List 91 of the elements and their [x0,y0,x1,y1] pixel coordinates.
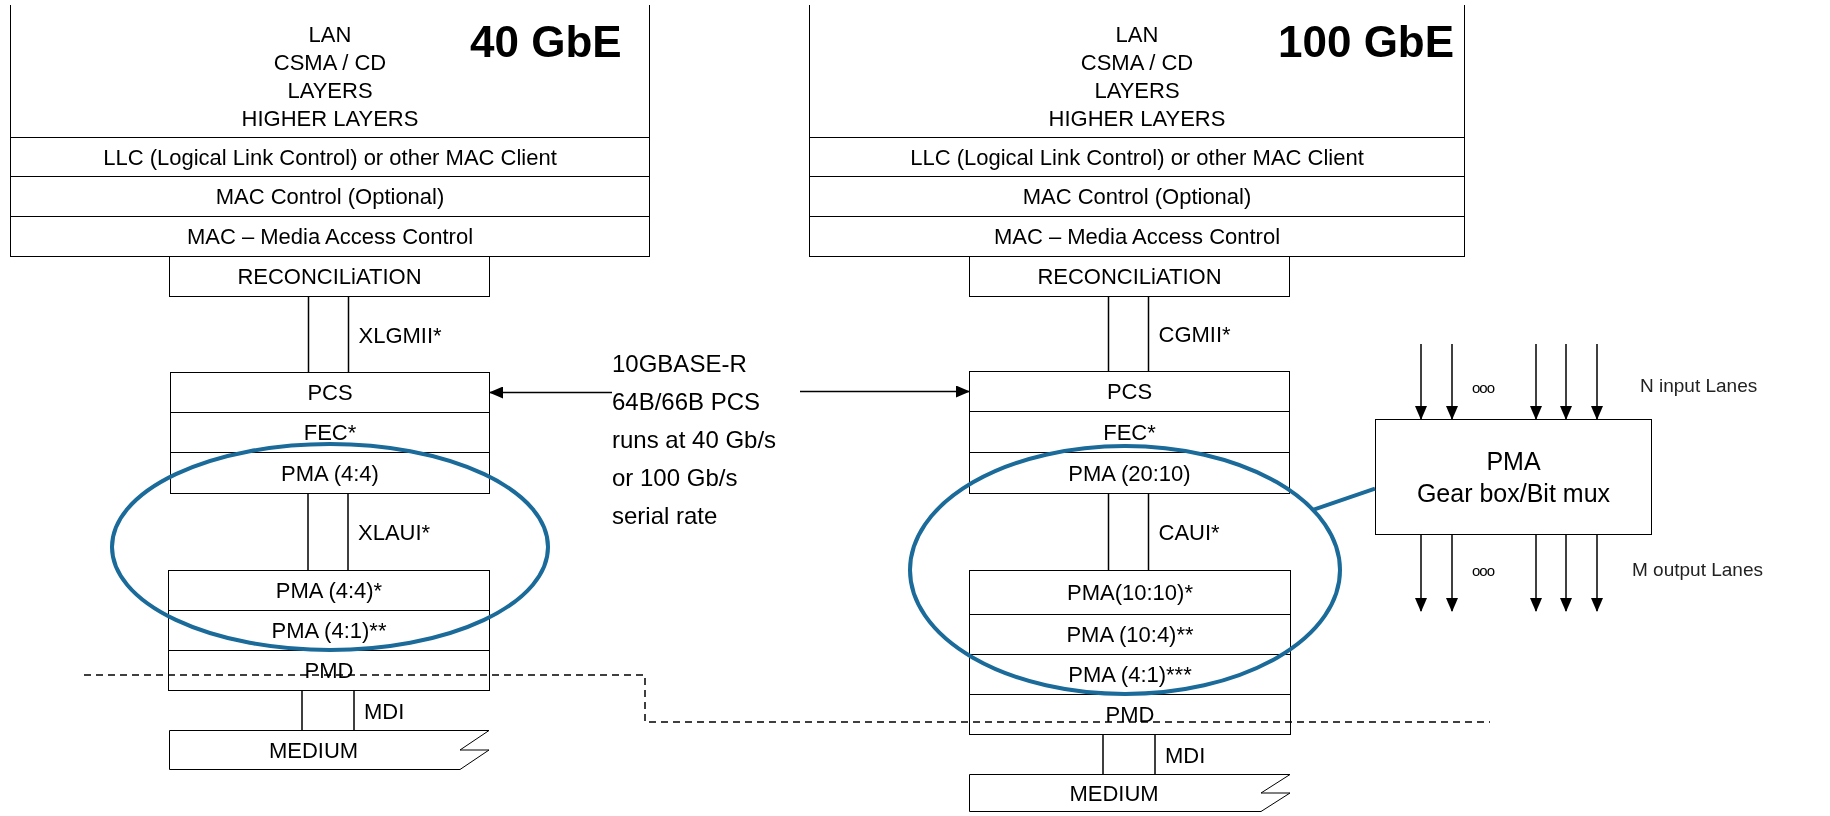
edge-label: CAUI* [1158,518,1220,547]
layer-label: PMA(10:10)* [1067,579,1193,607]
lane-arrow [1415,534,1427,612]
layer-label: FEC* [303,419,357,447]
layer-box [809,137,1465,177]
lane-label: M output Lanes [1632,558,1763,582]
edge-label: MDI [1165,741,1206,769]
layer-label: LAN [308,21,352,49]
layer-label: PCS [1106,378,1153,406]
layer-label: FEC* [1103,418,1156,447]
interface-link [307,493,349,571]
edge-label: CGMII* [1158,320,1231,349]
layer-label: RECONCILiATION [1037,263,1222,291]
layer-box [969,570,1291,615]
box-label: PMA [1486,446,1541,477]
title-text: 40 GbE [470,20,622,64]
interface-link [301,690,355,731]
ellipsis-mark: ooo [1472,563,1495,578]
edge-label: MDI [364,697,405,725]
layer-label: PCS [307,379,353,407]
lane-arrow [1530,534,1542,612]
arrow [799,385,970,398]
interface-link [1107,296,1150,372]
layer-box [10,5,650,138]
layer-label: LLC (Logical Link Control) or other MAC Client [103,143,557,172]
lane-arrow [1446,343,1458,420]
medium-block [969,774,1291,812]
layer-label: MEDIUM [1069,779,1160,808]
layer-box [170,372,490,413]
layer-box [969,256,1290,297]
layer-label: PMA (4:4)* [275,577,383,605]
layer-box [10,137,650,177]
layer-box [170,412,490,453]
lane-arrow [1560,534,1572,612]
layer-label: CSMA / CD [1080,49,1194,77]
interface-link [1102,734,1156,775]
layer-label: MAC – Media Access Control [993,223,1281,251]
layer-box [809,216,1465,257]
lane-arrow [1591,343,1603,420]
layer-label: HIGHER LAYERS [241,105,419,133]
ellipsis-mark: ooo [1472,380,1495,395]
edge-label: XLAUI* [358,518,431,547]
layer-box [809,176,1465,217]
lane-arrow [1530,343,1542,420]
layer-box [969,694,1291,735]
layer-label: MAC Control (Optional) [215,183,445,211]
lane-label: N input Lanes [1640,374,1758,398]
note-text: 10GBASE-R 64B/66B PCS runs at 40 Gb/s or 100 Gb/s serial rate [612,345,800,535]
layer-label: LAYERS [1094,77,1180,105]
lane-arrow [1560,343,1572,420]
layer-box [969,654,1291,695]
layer-label: MAC Control (Optional) [1022,183,1252,211]
layer-box [969,411,1290,453]
interface-link [307,296,350,373]
layer-box [969,614,1291,655]
lane-arrow [1415,343,1427,420]
layer-box [169,256,490,297]
lane-arrow [1446,534,1458,612]
layer-box [969,452,1290,494]
layer-label: CSMA / CD [273,49,387,77]
layer-label: PMA (4:1)** [271,617,387,645]
layer-box [170,452,490,494]
lane-arrow [1591,534,1603,612]
layer-label: MAC – Media Access Control [186,223,474,251]
layer-box [969,371,1290,412]
layer-label: HIGHER LAYERS [1048,105,1226,133]
layer-box [168,570,490,611]
layer-label: RECONCILiATION [237,263,422,291]
layer-box [168,610,490,651]
layer-label: PMA (20:10) [1068,459,1191,488]
layer-label: PMA (10:4)** [1066,621,1194,649]
layer-label: LLC (Logical Link Control) or other MAC Client [910,143,1364,172]
arrow [489,386,613,399]
title-text: 100 GbE [1278,20,1455,64]
process-box [1375,419,1652,535]
layer-box [10,216,650,257]
box-label: Gear box/Bit mux [1416,478,1611,509]
edge-label: XLGMII* [358,321,442,349]
interface-link [1107,493,1150,571]
layer-label: MEDIUM [268,736,360,765]
layer-label: LAN [1115,21,1159,49]
medium-block [169,730,490,770]
layer-label: PMD [1105,701,1155,729]
layer-label: PMD [304,657,354,685]
layer-label: PMA (4:4) [281,459,379,488]
layer-box [168,650,490,691]
layer-box [809,5,1465,138]
layer-label: PMA (4:1)*** [1068,661,1192,689]
layer-label: LAYERS [287,77,373,105]
leader-line [1312,486,1376,512]
layer-box [10,176,650,217]
